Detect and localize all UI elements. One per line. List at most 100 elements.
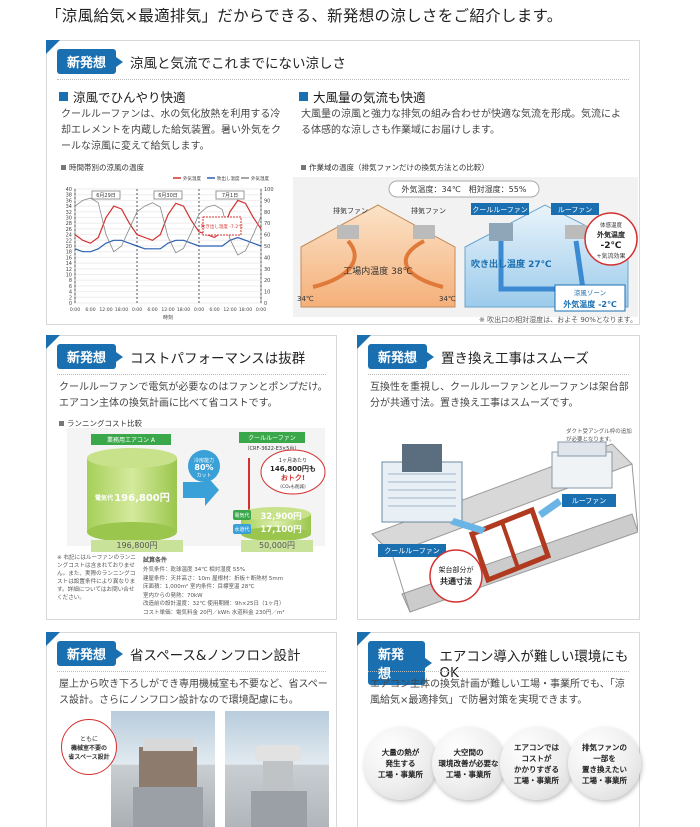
total-value: 50,000円 [241,540,313,552]
y2-tick-label: 90 [264,198,270,204]
use-case-circle: 大空間の環境改善が必要な工場・事業所 [432,727,505,800]
cut-text: 冷房能力 [194,457,214,464]
x-tick-label: 6:00 [209,307,219,313]
y2-tick-label: 10 [264,290,270,296]
x-tick-label: 12:00 [223,307,236,313]
card-title: エアコン導入が難しい環境にもOK [439,649,629,681]
effect-text: 外気温度 [597,230,626,239]
section-heading-text: 大風量の気流も快適 [313,90,426,105]
y-tick-label: 28 [66,221,72,227]
x-tick-label: 0:00 [256,307,266,313]
cool-zone-temp: 外気温度 -2℃ [563,299,617,309]
day-label: 7月1日 [222,193,238,199]
page-title: 「涼風給気×最適排気」だからできる、新発想の涼しさをご紹介します。 [46,7,563,25]
airflow-diagram: 外気温度：34℃ 相対湿度：55% 排気ファン 排気ファン クールルーファン ル… [293,177,638,317]
conditions-title: 試算条件 [143,557,168,564]
y2-tick-label: 80 [264,210,270,216]
day-label: 6月29日 [96,193,116,199]
outside-conditions: 外気温度：34℃ 相対湿度：55% [402,184,527,194]
new-idea-badge: 新発想 [368,344,435,369]
y-tick-label: 20 [66,244,72,250]
y-tick-label: 18 [66,250,72,256]
y-tick-label: 22 [66,238,72,244]
y2-tick-label: 30 [264,267,270,273]
cost-value: 32,900円 [260,512,301,522]
saving-text: おトク! [281,473,305,482]
fan-label: ルーファン [558,206,593,214]
circle-text: 置き換えたい [582,764,627,774]
y-tick-label: 40 [66,187,72,193]
day-label-box [153,190,183,200]
saving-text: (CO₂も削減) [280,483,306,490]
circle-text: かかりすぎる [514,764,559,774]
cost-value: 196,800円 [114,492,170,504]
chart-caption-text: 時間帯別の涼風の温度 [69,163,144,172]
bubble-text: ともに [79,735,98,743]
y2-tick-label: 100 [264,187,274,193]
new-idea-badge: 新発想 [57,344,124,369]
card-title: 置き換え工事はスムーズ [441,350,589,367]
new-idea-badge: 新発想 [368,641,433,685]
circle-text: 排気ファンの [582,742,627,752]
section-heading-text: 涼風でひんやり快適 [73,90,186,105]
condition-line: 室内からの発熱：70kW [143,592,203,599]
y-tick-label: 2 [69,295,72,301]
use-case-circle: 排気ファンの一部を置き換えたい工場・事業所 [568,727,641,800]
legend-label: 外気湿度 [251,175,269,182]
divider [57,671,326,672]
x-axis-label: 時刻 [163,314,173,321]
y-tick-label: 16 [66,255,72,261]
y2-tick-label: 50 [264,244,270,250]
cost-note: ※ 右記にはルーファンのランニングコストは含まれておりません。また、実際のランニ… [57,555,136,601]
x-tick-label: 0:00 [132,307,142,313]
y-tick-label: 10 [66,273,72,279]
condition-line: 床面積：1,000m² 室内条件：目標室温 28℃ [143,584,255,590]
footnote: ※ 吹出口の相対湿度は、およそ 90%となります。 [479,316,637,324]
y-tick-label: 32 [66,210,72,216]
fan-label: 排気ファン [411,206,446,215]
y-tick-label: 12 [66,267,72,273]
effect-text: 体感温度 [600,221,623,229]
use-case-circle: エアコンではコストがかかりすぎる工場・事業所 [500,727,573,800]
section-body: エアコン主体の換気計画が難しい工場・事業所でも、「涼風給気×最適排気」で防暑対策… [370,679,625,706]
section-body: クールルーファンは、水の気化放熱を利用する冷却エレメントを内蔵した給気装置。暑い… [61,109,281,152]
circle-text: 発生する [385,759,416,768]
circle-text: 環境改善が必要な [438,759,499,768]
x-tick-label: 18:00 [239,307,252,313]
bubble-text: 省スペース設計 [68,753,110,761]
y-tick-label: 6 [69,284,72,290]
y-tick-label: 8 [69,278,72,284]
circle-text: エアコンでは [514,742,559,752]
divider [57,374,326,375]
x-tick-label: 18:00 [177,307,190,313]
new-idea-badge: 新発想 [57,641,124,666]
y2-tick-label: 70 [264,221,270,227]
card-header: 新発想 省スペース&ノンフロン設計 [57,641,301,666]
section-body: 互換性を重視し、クールルーファンとルーファンは架台部分が共通寸法。置き換え工事は… [370,382,629,409]
condition-line: 建屋条件：天井高さ：10m 屋根材：折板＋断熱材 5mm [143,575,284,582]
column-header: 業務用エアコン A [107,436,156,444]
y-tick-label: 26 [66,227,72,233]
x-tick-label: 0:00 [194,307,204,313]
bubble-text: 機械室不要の [70,744,107,752]
diagram-caption-text: 作業域の温度（排気ファンだけの換気方法との比較） [309,163,489,172]
common-size-text: 共通寸法 [440,576,472,586]
square-bullet-icon [61,165,66,170]
x-tick-label: 18:00 [115,307,128,313]
day-label-box [215,190,245,200]
card-title: コストパフォーマンスは抜群 [130,350,306,367]
y-tick-label: 34 [66,204,72,210]
series-line-1 [74,236,262,253]
y2-tick-label: 0 [264,301,267,307]
circle-text: 大量の熱が [381,748,420,757]
cost-label: 水道代 [234,526,249,533]
y-tick-label: 0 [69,301,72,307]
use-case-circle: 大量の熱が発生する工場・事業所 [364,727,437,800]
cost-label: 電気代 [95,494,113,502]
replacement-diagram: クールルーファン ルーファン 架台部分が 共通寸法 [371,441,638,613]
y2-tick-label: 60 [264,233,270,239]
total-value: 196,800円 [91,540,183,552]
inflow-temp: 34℃ [439,295,456,303]
y-tick-label: 38 [66,193,72,199]
cut-text: カット [196,473,211,479]
